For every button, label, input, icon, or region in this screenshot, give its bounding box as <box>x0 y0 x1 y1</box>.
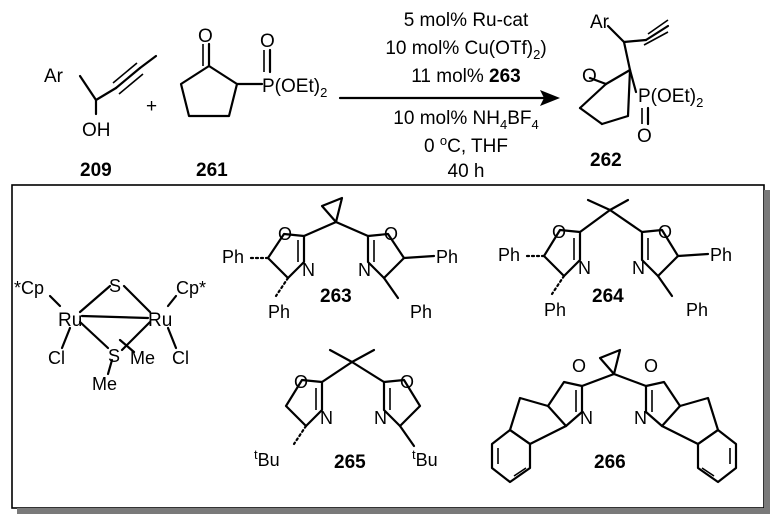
ligand-263: O O N N Ph Ph Ph Ph 263 <box>222 196 458 322</box>
reactant-209: Ar OH 209 <box>44 54 158 181</box>
condition-ru-cat: 5 mol% Ru-cat <box>404 10 529 31</box>
ligand-265: O O N N tBu tBu 265 <box>254 348 438 473</box>
carbonyl-oxygen: O <box>198 26 213 47</box>
ligand-266-nitrogen-left: N <box>580 408 593 428</box>
ligand-264-nitrogen-right: N <box>632 258 645 278</box>
sulfur-top: S <box>109 276 121 296</box>
cp-star-right: Cp* <box>176 278 206 298</box>
chloride-right: Cl <box>172 348 189 368</box>
catalyst-ligand-box <box>11 184 770 514</box>
phosphonate-group: P(OEt)2 <box>262 76 327 100</box>
ligand-263-oxygen-right: O <box>384 224 398 244</box>
condition-ligand: 11 mol% 263 <box>411 66 521 87</box>
ligand-266-oxygen-left: O <box>572 356 586 376</box>
ligand-263-nitrogen-right: N <box>358 260 371 280</box>
ligand-264-oxygen-right: O <box>658 222 672 242</box>
ruthenium-catalyst: *Cp Cp* Ru Ru S S Cl Cl Me Me <box>14 276 206 394</box>
ligand-label-265: 265 <box>334 452 366 473</box>
product-262: Ar O P(OEt)2 O 262 <box>578 12 703 171</box>
condition-time: 40 h <box>448 161 485 182</box>
plus-sign: + <box>146 96 157 117</box>
ligand-265-tbu-left: tBu <box>254 447 280 470</box>
ligand-265-tbu-right: tBu <box>412 447 438 470</box>
ligand-263-phenyl-b: Ph <box>268 302 290 322</box>
ligand-265-nitrogen-right: N <box>374 408 387 428</box>
ligand-264-oxygen-left: O <box>552 222 566 242</box>
chloride-left: Cl <box>48 348 65 368</box>
reaction-conditions: 5 mol% Ru-cat 10 mol% Cu(OTf)2) 11 mol% … <box>338 10 560 182</box>
sulfur-bottom: S <box>108 346 120 366</box>
product-phosphonate-group: P(OEt)2 <box>638 86 703 110</box>
phosphoryl-oxygen: O <box>260 31 275 52</box>
ligand-265-nitrogen-left: N <box>320 408 333 428</box>
ruthenium-left: Ru <box>58 310 82 331</box>
product-phosphoryl-oxygen: O <box>637 126 652 147</box>
ligand-265-oxygen-left: O <box>294 372 308 392</box>
ligand-264-phenyl-c: Ph <box>710 245 732 265</box>
compound-label-209: 209 <box>80 160 112 181</box>
ligand-265-oxygen-right: O <box>400 372 414 392</box>
ligand-266: O O N N 266 <box>490 348 738 484</box>
ligand-264-phenyl-b: Ph <box>544 300 566 320</box>
compound-label-262: 262 <box>590 150 622 171</box>
ligand-label-266: 266 <box>594 452 626 473</box>
ligand-266-nitrogen-right: N <box>634 408 647 428</box>
ligand-264-phenyl-d: Ph <box>686 300 708 320</box>
ligand-264-phenyl-a: Ph <box>498 245 520 265</box>
methyl-b: Me <box>92 374 117 394</box>
ligand-label-264: 264 <box>592 286 624 307</box>
ligand-label-263: 263 <box>320 286 352 307</box>
ligand-263-oxygen-left: O <box>278 224 292 244</box>
condition-temperature: 0 oC, THF <box>424 133 508 157</box>
reactant-261: O O P(OEt)2 261 <box>179 26 327 181</box>
condition-nh4bf4: 10 mol% NH4BF4 <box>393 108 538 132</box>
ligand-263-phenyl-a: Ph <box>222 247 244 267</box>
product-aryl-group: Ar <box>590 12 610 33</box>
ligand-263-phenyl-d: Ph <box>410 302 432 322</box>
ligand-266-oxygen-right: O <box>644 356 658 376</box>
ruthenium-right: Ru <box>148 310 172 331</box>
ligand-264-nitrogen-left: N <box>578 258 591 278</box>
ligand-264: O O N N Ph Ph Ph Ph 264 <box>498 198 732 320</box>
product-carbonyl-oxygen: O <box>582 66 597 87</box>
ligand-263-phenyl-c: Ph <box>436 247 458 267</box>
hydroxyl-group: OH <box>82 120 111 141</box>
condition-cu: 10 mol% Cu(OTf)2) <box>385 38 546 62</box>
aryl-group: Ar <box>44 66 64 87</box>
ligand-263-nitrogen-left: N <box>302 260 315 280</box>
cp-star-left: *Cp <box>14 278 44 298</box>
compound-label-261: 261 <box>196 160 228 181</box>
arrow-head <box>540 90 560 106</box>
methyl-a: Me <box>130 348 155 368</box>
